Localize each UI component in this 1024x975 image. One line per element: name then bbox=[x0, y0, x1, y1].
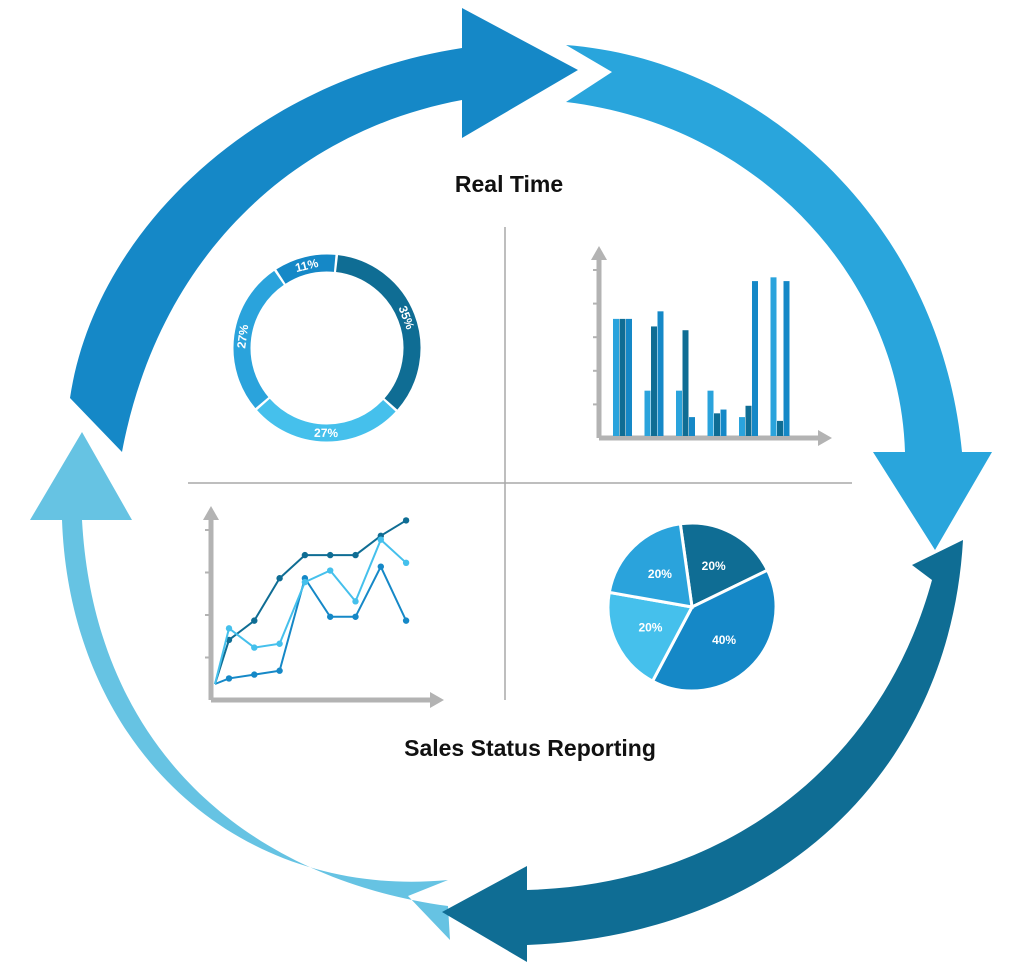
y-axis-arrow bbox=[591, 246, 607, 260]
bar bbox=[770, 277, 777, 436]
line-point bbox=[377, 536, 384, 543]
donut-slice bbox=[276, 254, 336, 284]
bar bbox=[682, 330, 689, 436]
line-point bbox=[327, 613, 334, 620]
donut-slice-label: 11% bbox=[294, 256, 320, 275]
donut-slice bbox=[233, 270, 284, 409]
bar bbox=[626, 318, 632, 436]
bar bbox=[720, 409, 727, 436]
pie-slice bbox=[650, 568, 778, 693]
bar bbox=[777, 420, 783, 436]
line-point bbox=[251, 671, 258, 678]
bar bbox=[651, 326, 657, 436]
donut-slice-label: 27% bbox=[234, 323, 251, 349]
line-point bbox=[352, 551, 359, 559]
pie-slice-label: 20% bbox=[702, 559, 726, 573]
cycle-arrows bbox=[30, 8, 992, 962]
line-point bbox=[276, 575, 283, 582]
y-axis-arrow bbox=[203, 506, 219, 520]
bar bbox=[619, 318, 626, 436]
pie-slice-label: 40% bbox=[712, 633, 736, 647]
line-point bbox=[402, 559, 410, 567]
pie-chart: 20% 40% 20% 20% bbox=[606, 521, 778, 693]
bar bbox=[613, 318, 619, 436]
line-point bbox=[402, 517, 410, 524]
line-point bbox=[251, 617, 258, 624]
line-point bbox=[301, 551, 309, 559]
bar bbox=[739, 417, 745, 436]
bar bbox=[707, 390, 714, 436]
line-point bbox=[225, 675, 233, 682]
bar-chart bbox=[591, 246, 832, 446]
cycle-arrow-bottom bbox=[442, 540, 963, 962]
line-point bbox=[352, 613, 359, 620]
line-point bbox=[276, 640, 283, 647]
donut-slice bbox=[335, 255, 421, 410]
line-point bbox=[327, 567, 334, 574]
title-sales-status-reporting: Sales Status Reporting bbox=[404, 735, 656, 761]
bar bbox=[714, 413, 720, 436]
line-point bbox=[352, 598, 359, 605]
line-point bbox=[402, 617, 410, 624]
title-real-time: Real Time bbox=[455, 171, 563, 197]
cycle-arrow-top bbox=[70, 8, 578, 452]
line-point bbox=[276, 667, 283, 674]
bar bbox=[657, 311, 664, 436]
bar bbox=[644, 390, 651, 436]
line-point bbox=[327, 551, 334, 559]
bar bbox=[676, 390, 682, 436]
donut-slice bbox=[257, 398, 396, 442]
bar bbox=[783, 281, 790, 436]
donut-chart: 35%27%27%11% bbox=[233, 254, 421, 442]
bar bbox=[752, 281, 758, 436]
pie-slice bbox=[606, 590, 695, 684]
cycle-arrow-left bbox=[30, 432, 450, 940]
line-chart bbox=[203, 506, 444, 708]
bar bbox=[745, 405, 752, 436]
cycle-arrow-right bbox=[566, 45, 992, 550]
line-series bbox=[214, 564, 408, 685]
pie-slice-label: 20% bbox=[648, 567, 672, 581]
line-point bbox=[301, 578, 309, 586]
pie-slice bbox=[607, 522, 694, 609]
line-point bbox=[225, 625, 233, 632]
pie-slice bbox=[678, 521, 770, 610]
line-series bbox=[214, 537, 407, 685]
x-axis-arrow bbox=[430, 692, 444, 708]
x-axis-arrow bbox=[818, 430, 832, 446]
bar bbox=[689, 417, 695, 436]
pie-slice-label: 20% bbox=[638, 620, 662, 634]
donut-slice-label: 27% bbox=[314, 426, 338, 440]
line-point bbox=[251, 644, 258, 651]
line-series bbox=[214, 519, 407, 685]
line-point bbox=[377, 563, 384, 570]
